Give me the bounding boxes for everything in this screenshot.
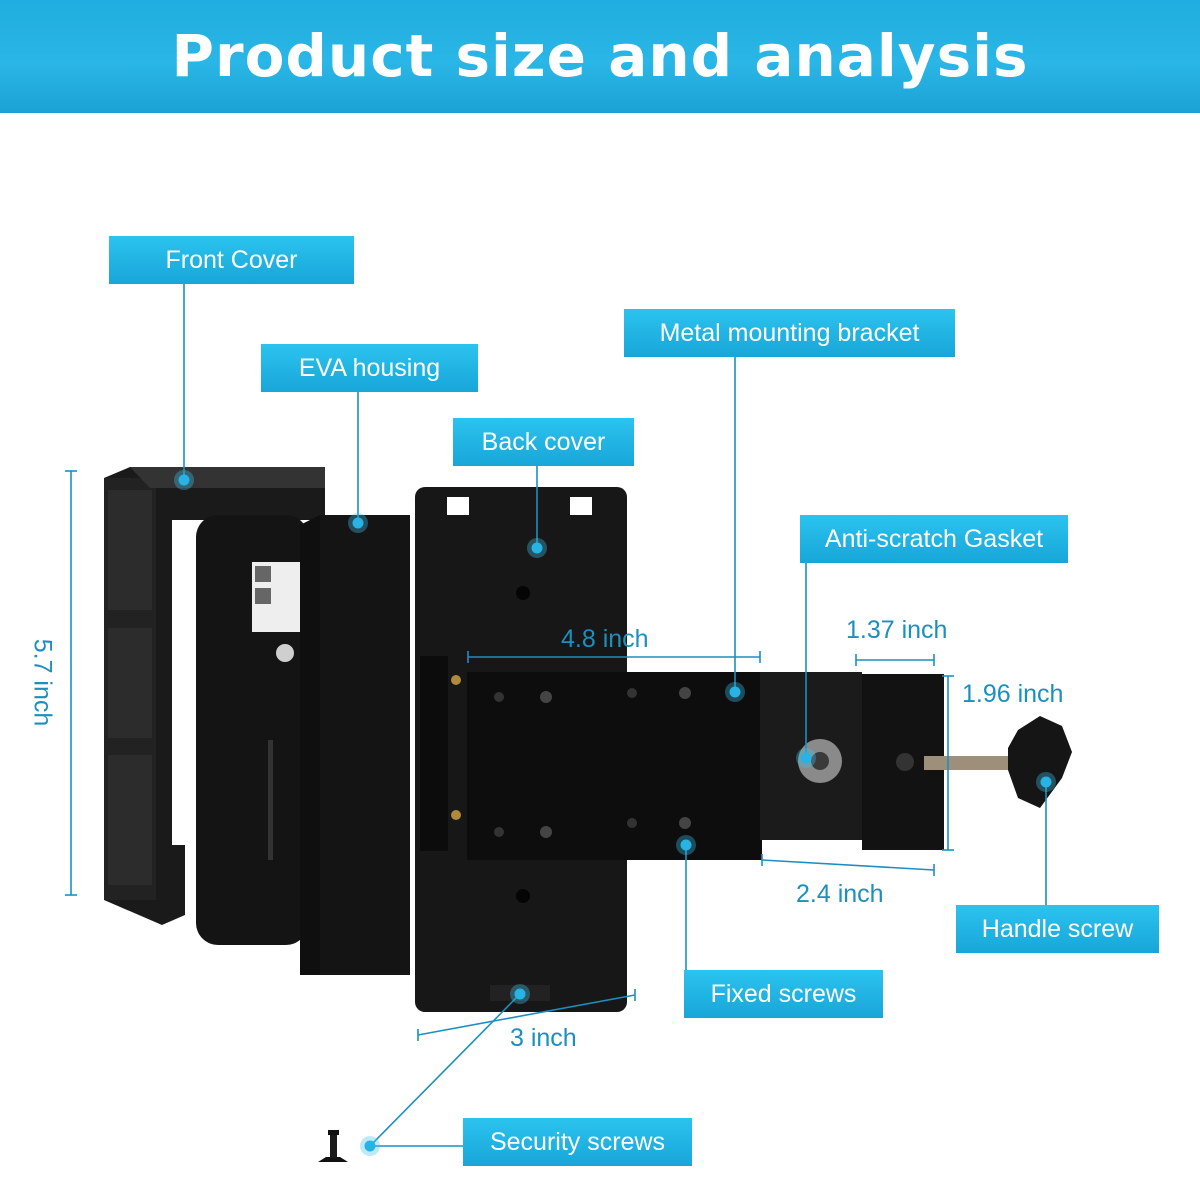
dimension-lines	[65, 470, 954, 1041]
dot-marker-icon	[348, 513, 368, 533]
back-width-dimension: 3 inch	[510, 1024, 577, 1052]
clamp-width-dimension: 1.37 inch	[846, 616, 948, 644]
screw-icon	[318, 1130, 348, 1162]
front-cover-frame	[104, 467, 325, 925]
dot-marker-icon	[174, 470, 194, 490]
title-banner: Product size and analysis	[0, 0, 1200, 113]
dot-marker-icon	[1036, 772, 1056, 792]
clamp-depth-dimension: 2.4 inch	[796, 880, 884, 908]
dot-marker-icon	[360, 1136, 380, 1156]
dot-markers	[174, 470, 1056, 1156]
front-cover-label: Front Cover	[109, 236, 354, 284]
clamp-height-dimension: 1.96 inch	[962, 680, 1064, 708]
height-dimension: 5.7 inch	[28, 638, 57, 727]
handle-screw-label: Handle screw	[956, 905, 1159, 953]
metal-mounting-bracket-label: Metal mounting bracket	[624, 309, 955, 357]
anti-scratch-gasket	[798, 739, 842, 783]
dot-marker-icon	[796, 748, 816, 768]
anti-scratch-gasket-label: Anti-scratch Gasket	[800, 515, 1068, 563]
eva-foam	[300, 515, 410, 975]
fixed-screws-label: Fixed screws	[684, 970, 883, 1018]
page-title: Product size and analysis	[171, 22, 1029, 90]
dot-marker-icon	[676, 835, 696, 855]
dot-marker-icon	[510, 984, 530, 1004]
back-cover-label: Back cover	[453, 418, 634, 466]
dot-marker-icon	[725, 682, 745, 702]
mounting-bracket	[451, 672, 944, 860]
security-screws-label: Security screws	[463, 1118, 692, 1166]
handle-screw	[896, 716, 1072, 808]
leader-lines	[183, 284, 1047, 1147]
eva-housing-label: EVA housing	[261, 344, 478, 392]
device-body	[196, 515, 308, 945]
dot-marker-icon	[527, 538, 547, 558]
bracket-length-dimension: 4.8 inch	[561, 625, 649, 653]
